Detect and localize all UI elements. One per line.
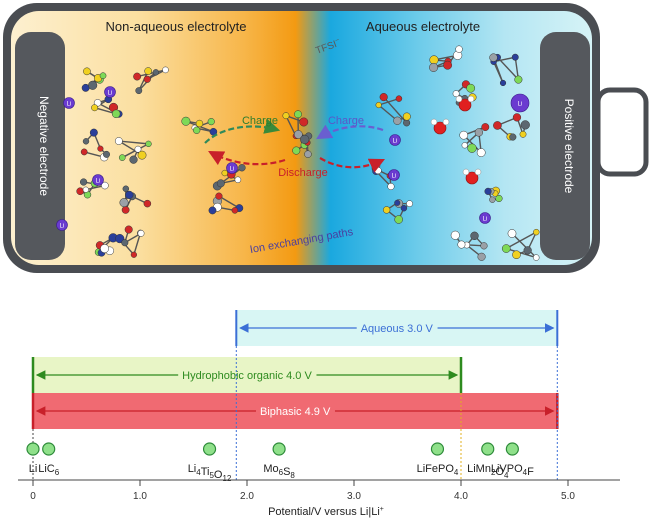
axis-tick-label: 2.0 [240,491,254,502]
molecule [382,199,413,224]
lithium-ion-icon [479,212,491,224]
molecule [459,123,490,157]
material-marker [481,442,495,456]
lithium-ion-icon [389,134,401,146]
molecule [212,164,246,191]
water-molecule [462,168,482,185]
lithium-ion-icon [92,174,104,186]
lithium-ion-icon [510,93,530,113]
molecule [292,134,312,158]
discharge-arrow-left [208,150,286,166]
molecule [181,116,218,136]
lithium-ion-label: Li [393,139,398,145]
charge-label-left: Charge [242,115,278,127]
non-aqueous-title: Non-aqueous electrolyte [106,19,247,34]
molecule [484,186,503,203]
lithium-ion-label: Li [108,91,113,97]
electrochemical-windows: Aqueous 3.0 V Hydrophobic organic 4.0 V … [31,310,559,480]
molecule [493,113,530,141]
hydrophobic-label-bg [178,369,317,383]
molecule [80,128,110,162]
molecule [501,228,540,261]
discharge-arrow-right [319,157,385,173]
molecule [375,93,411,127]
lithium-ion-icon [226,162,238,174]
axis-tick-label: 1.0 [133,491,147,502]
hydrophobic-window-label: Hydrophobic organic 4.0 V [182,370,312,382]
battery-cell: Negative electrode Positive electrode No… [3,3,649,273]
axis-tick-label: 3.0 [347,491,361,502]
lithium-ion-label: Li [96,179,101,185]
discharge-label: Discharge [278,167,328,179]
material-marker [272,442,286,456]
material-marker [26,442,40,456]
molecule [489,53,523,87]
water-molecule [430,118,450,135]
molecule [450,230,488,261]
material-label: LiMn2O4 [467,463,509,480]
material-label: Li4Ti5O12 [188,463,232,483]
material-marker [202,442,217,456]
molecule [208,192,244,215]
molecule [94,233,118,257]
positive-electrode [540,32,590,260]
negative-electrode [15,32,65,260]
molecule [81,67,107,92]
lithium-ion-label: Li [518,102,523,108]
molecule [114,137,152,164]
axis-tick-label: 4.0 [454,491,468,502]
lithium-ion-label: Li [67,102,72,108]
lithium-ion-label: Li [230,167,235,173]
molecule [429,45,463,72]
molecule [119,185,152,214]
material-label: LiFePO4 [417,463,459,477]
material-label: LiC6 [38,463,60,477]
lithium-ion-icon [104,86,116,98]
biphasic-label-bg [255,405,335,419]
charge-label-right: Charge [328,115,364,127]
positive-electrode-label: Positive electrode [562,99,576,194]
biphasic-window-label: Biphasic 4.9 V [260,406,331,418]
water-molecule [455,95,475,112]
lithium-ion-icon [388,169,400,181]
material-marker [42,442,56,456]
material-label: Li [29,463,38,475]
lithium-ion-icon [63,97,75,109]
molecule [133,66,169,95]
material-label: Mo6S8 [263,463,295,480]
material-marker [505,442,519,456]
lithium-ion-label: Li [483,217,488,223]
axis-title: Potential/V versus Li|Li+ [268,506,384,518]
aqueous-label-bg [356,322,438,336]
material-label: LiVPO4F [491,463,534,478]
lithium-ion-icon [56,219,68,231]
aqueous-window-label: Aqueous 3.0 V [361,323,434,335]
potential-axis: 0 1.0 2.0 3.0 4.0 5.0 [18,479,620,502]
lithium-ion-label: Li [60,224,65,230]
molecule [91,95,123,119]
lithium-ion-label: Li [392,174,397,180]
battery-terminal [595,87,649,177]
aqueous-title: Aqueous electrolyte [366,19,480,34]
negative-electrode-label: Negative electrode [37,96,51,196]
material-marker [430,442,445,456]
axis-tick-label: 0 [30,491,36,502]
molecule [115,225,145,258]
axis-tick-label: 5.0 [561,491,575,502]
